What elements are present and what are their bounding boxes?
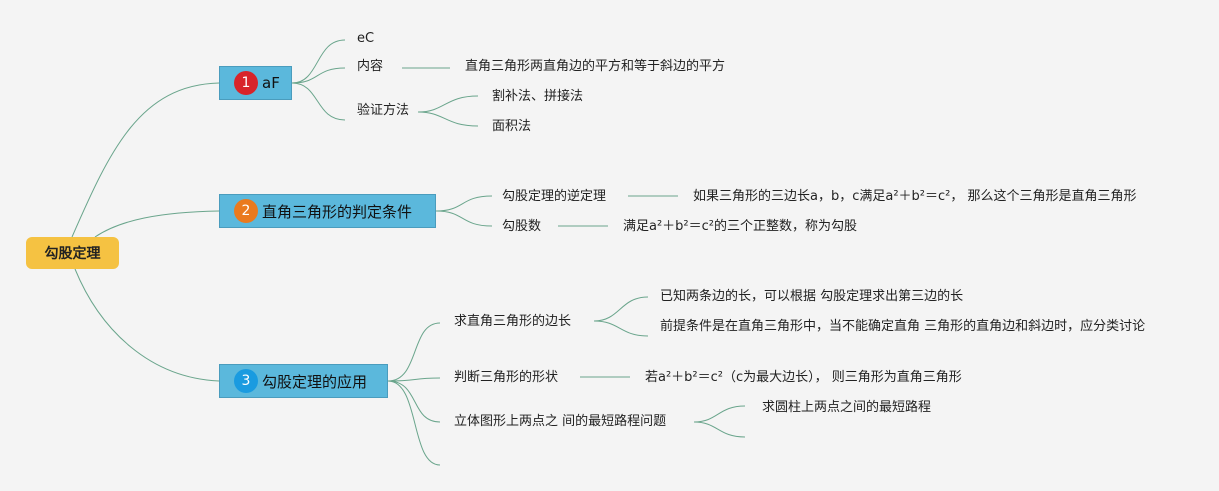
topic-content[interactable]: 内容 bbox=[357, 59, 384, 74]
number-badge: 2 bbox=[234, 199, 258, 223]
link-b3-extra bbox=[387, 380, 441, 466]
link-root-branch1 bbox=[71, 82, 220, 238]
link-b1-ec bbox=[291, 39, 346, 84]
topic-shortest-path[interactable]: 立体图形上两点之 间的最短路程问题 bbox=[454, 414, 667, 429]
link-b1-verify bbox=[291, 82, 346, 121]
judge-shape-detail[interactable]: 若a²＋b²＝c²（c为最大边长）， 则三角形为直角三角形 bbox=[645, 370, 962, 385]
link-b3-path bbox=[387, 380, 441, 423]
link-b1-content bbox=[291, 67, 346, 84]
link-b2-triples bbox=[435, 210, 493, 227]
branch-label: 直角三角形的判定条件 bbox=[262, 202, 413, 221]
topic-judge-shape[interactable]: 判断三角形的形状 bbox=[454, 370, 559, 385]
link-verify-c1 bbox=[417, 95, 479, 113]
triples-detail[interactable]: 满足a²＋b²＝c²的三个正整数，称为勾股 bbox=[623, 219, 858, 234]
root-node[interactable]: 勾股定理 bbox=[26, 237, 119, 269]
find-side-detail-2[interactable]: 前提条件是在直角三角形中，当不能确定直角 三角形的直角边和斜边时，应分类讨论 bbox=[660, 319, 1146, 334]
link-root-branch2 bbox=[94, 210, 220, 238]
topic-pythagorean-triples[interactable]: 勾股数 bbox=[502, 219, 542, 234]
link-path-c2 bbox=[693, 421, 746, 438]
branch-node-1[interactable]: 1 aF bbox=[219, 66, 292, 100]
link-root-branch3 bbox=[74, 268, 220, 382]
link-side-c1 bbox=[593, 296, 649, 322]
link-b3-shape bbox=[387, 377, 441, 382]
link-b2-converse bbox=[435, 195, 493, 212]
topic-verification[interactable]: 验证方法 bbox=[357, 103, 410, 118]
topic-ec[interactable]: eC bbox=[357, 31, 375, 46]
link-b3-side bbox=[387, 322, 441, 382]
number-badge: 3 bbox=[234, 369, 258, 393]
branch-node-3[interactable]: 3 勾股定理的应用 bbox=[219, 364, 388, 398]
shortest-path-detail[interactable]: 求圆柱上两点之间的最短路程 bbox=[762, 400, 932, 415]
content-detail[interactable]: 直角三角形两直角边的平方和等于斜边的平方 bbox=[465, 59, 726, 74]
link-verify-c2 bbox=[417, 111, 479, 127]
root-label: 勾股定理 bbox=[44, 246, 101, 262]
verification-method-1[interactable]: 割补法、拼接法 bbox=[492, 89, 584, 104]
link-side-c2 bbox=[593, 320, 649, 337]
branch-label: 勾股定理的应用 bbox=[262, 372, 368, 391]
link-path-c1 bbox=[693, 405, 746, 423]
branch-label: aF bbox=[262, 74, 280, 92]
verification-method-2[interactable]: 面积法 bbox=[492, 119, 532, 134]
find-side-detail-1[interactable]: 已知两条边的长，可以根据 勾股定理求出第三边的长 bbox=[660, 289, 964, 304]
converse-detail[interactable]: 如果三角形的三边长a，b，c满足a²＋b²＝c²， 那么这个三角形是直角三角形 bbox=[693, 189, 1137, 204]
topic-find-side[interactable]: 求直角三角形的边长 bbox=[454, 314, 572, 329]
topic-converse[interactable]: 勾股定理的逆定理 bbox=[502, 189, 607, 204]
number-badge: 1 bbox=[234, 71, 258, 95]
branch-node-2[interactable]: 2 直角三角形的判定条件 bbox=[219, 194, 436, 228]
